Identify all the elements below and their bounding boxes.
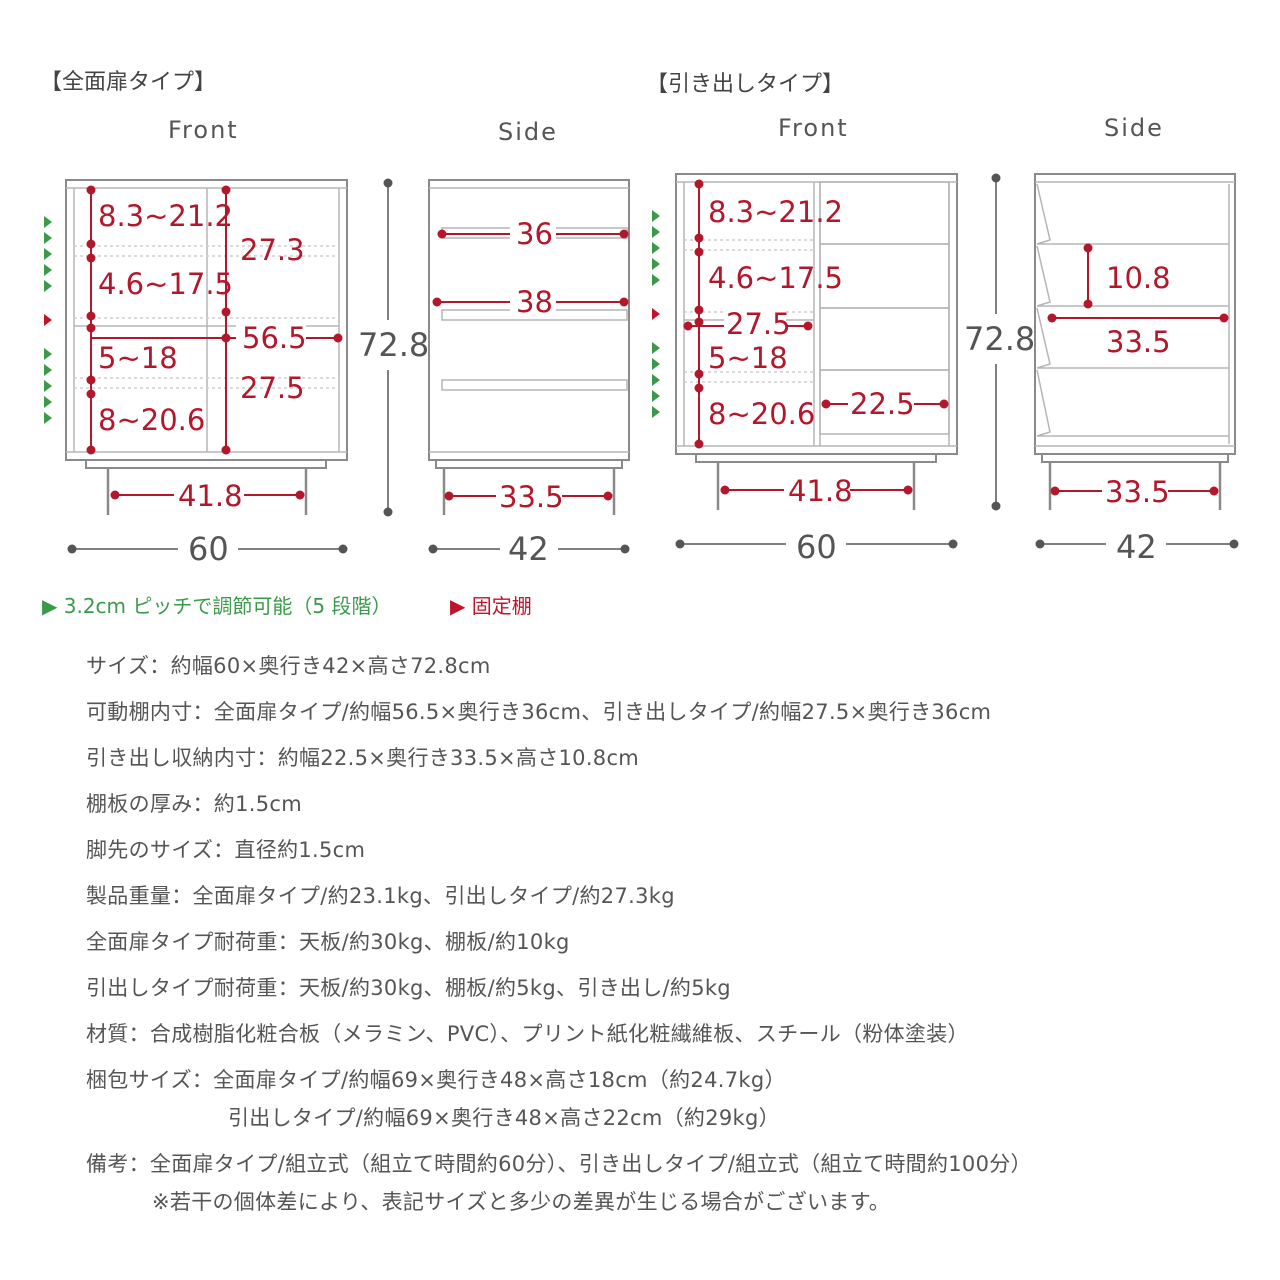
door-front-leg-span: 41.8 [178, 479, 243, 513]
drawer-front-shelf-width: 27.5 [726, 307, 791, 341]
spec-package-door: 梱包サイズ：全面扉タイプ/約幅69×奥行き48×高さ18cm（約24.7kg） [86, 1068, 786, 1092]
spec-foot-size: 脚先のサイズ：直径約1.5cm [86, 838, 366, 862]
door-front-dim-3: 5~18 [98, 341, 178, 375]
spec-shelf-thickness: 棚板の厚み：約1.5cm [86, 792, 302, 816]
door-front-dim-4: 8~20.6 [98, 403, 205, 437]
view-label-door-side: Side [498, 118, 558, 146]
spec-shelf-inner: 可動棚内寸：全面扉タイプ/約幅56.5×奥行き36cm、引き出しタイプ/約幅27… [86, 700, 992, 724]
door-front-dim-2: 4.6~17.5 [98, 267, 233, 301]
door-side-depth: 42 [508, 530, 549, 568]
door-front-view: 8.3~21.2 4.6~17.5 5~18 8~20.6 27.3 56.5 … [65, 179, 348, 568]
drawer-side-leg-span: 33.5 [1105, 475, 1170, 509]
legend-adjustable: ▶ 3.2cm ピッチで調節可能（5 段階） [42, 594, 392, 618]
drawer-height: 72.8 [964, 320, 1035, 358]
spec-weight: 製品重量：全面扉タイプ/約23.1kg、引出しタイプ/約27.3kg [86, 884, 675, 908]
drawer-height-dimension: 72.8 [964, 173, 1035, 511]
door-front-dim-1: 8.3~21.2 [98, 199, 233, 233]
door-side-shelf-depth: 36 [516, 217, 553, 251]
door-shelf-markers [44, 216, 52, 424]
spec-note: ※若干の個体差により、表記サイズと多少の差異が生じる場合がございます。 [152, 1190, 891, 1214]
drawer-side-drawer-depth: 33.5 [1106, 325, 1171, 359]
door-height: 72.8 [358, 326, 429, 364]
dimension-diagram: .outline { fill: none; stroke: #8a8a8a; … [44, 173, 1239, 568]
drawer-front-drawer-width: 22.5 [850, 387, 915, 421]
spec-door-load: 全面扉タイプ耐荷重：天板/約30kg、棚板/約10kg [86, 930, 570, 954]
drawer-side-drawer-height: 10.8 [1106, 261, 1171, 295]
door-side-inner-depth: 38 [516, 285, 553, 319]
view-label-drawer-front: Front [778, 114, 849, 142]
spec-size: サイズ：約幅60×奥行き42×高さ72.8cm [86, 654, 491, 678]
door-side-view: 36 38 33.5 42 [428, 179, 630, 568]
door-front-upper-right: 27.3 [240, 233, 305, 267]
drawer-front-dim-4: 8~20.6 [708, 397, 815, 431]
spec-package-drawer: 引出しタイプ/約幅69×奥行き48×高さ22cm（約29kg） [228, 1106, 780, 1130]
door-front-lower-right: 27.5 [240, 371, 305, 405]
section-label-drawer-type: 【引き出しタイプ】 [646, 72, 845, 97]
drawer-front-dim-1: 8.3~21.2 [708, 195, 843, 229]
drawer-front-leg-span: 41.8 [788, 474, 853, 508]
section-label-door-type: 【全面扉タイプ】 [40, 70, 217, 95]
spec-drawer-load: 引出しタイプ耐荷重：天板/約30kg、棚板/約5kg、引き出し/約5kg [86, 976, 731, 1000]
spec-material: 材質：合成樹脂化粧合板（メラミン、PVC）、プリント紙化粧繊維板、スチール（粉体… [86, 1022, 969, 1046]
legend-fixed: ▶ 固定棚 [450, 594, 532, 618]
door-side-leg-span: 33.5 [499, 480, 564, 514]
drawer-side-depth: 42 [1116, 528, 1157, 566]
view-label-door-front: Front [168, 116, 239, 144]
view-label-drawer-side: Side [1104, 114, 1164, 142]
drawer-shelf-markers [652, 210, 660, 418]
door-front-width: 60 [188, 530, 229, 568]
door-front-inner-width: 56.5 [242, 321, 307, 355]
drawer-front-dim-2: 4.6~17.5 [708, 261, 843, 295]
drawer-front-width: 60 [796, 528, 837, 566]
spec-remarks: 備考：全面扉タイプ/組立式（組立て時間約60分）、引き出しタイプ/組立式（組立て… [86, 1152, 1032, 1176]
spec-drawer-inner: 引き出し収納内寸：約幅22.5×奥行き33.5×高さ10.8cm [86, 746, 640, 770]
drawer-side-view: 10.8 33.5 33.5 42 [1034, 173, 1239, 566]
door-height-dimension: 72.8 [358, 178, 429, 517]
drawer-front-view: 8.3~21.2 4.6~17.5 27.5 5~18 8~20.6 22.5 … [675, 173, 958, 566]
drawer-front-dim-3: 5~18 [708, 341, 788, 375]
